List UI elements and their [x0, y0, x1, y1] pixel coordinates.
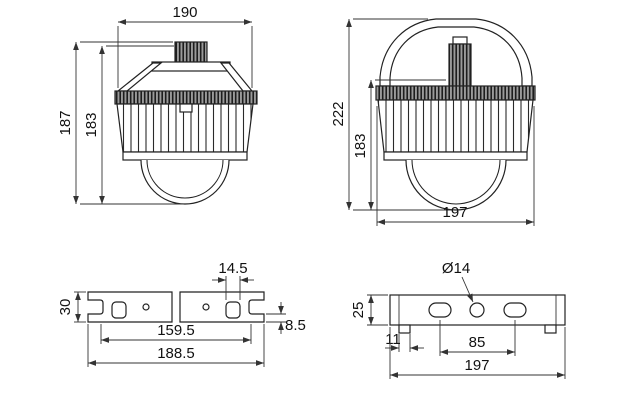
dim-side-height-overall: 222 — [330, 101, 347, 126]
side-dimensions: 222 183 197 — [330, 18, 535, 226]
heatsink-fins — [377, 99, 534, 153]
bar-slot-left — [428, 302, 452, 318]
bar-tab-right — [544, 324, 557, 334]
dim-front-height-body: 183 — [83, 112, 100, 137]
dim-bar-hole-spacing: 85 — [469, 334, 486, 351]
bracket-bar — [151, 61, 231, 72]
bar-center-hole — [469, 302, 485, 318]
glass-dome-inner — [411, 159, 501, 205]
terminal-box — [448, 43, 472, 87]
bar-view: Ø14 25 11 85 197 — [350, 260, 566, 379]
dim-side-width: 197 — [442, 204, 467, 221]
plate-dimensions: 30 14.5 159.5 8.5 188.5 — [57, 260, 306, 367]
plate-left — [87, 291, 173, 323]
plate-parts — [87, 291, 265, 323]
heatsink-cap — [114, 90, 258, 105]
bar-tab-left — [398, 324, 411, 334]
leader-line — [461, 276, 474, 303]
dim-bar-tab: 11 — [385, 331, 401, 348]
dim-side-height-body: 183 — [352, 133, 369, 158]
dim-front-width: 190 — [172, 4, 197, 21]
terminal-cap — [452, 36, 468, 45]
bracket-arm-right — [219, 62, 254, 92]
front-lamp-body — [114, 41, 258, 205]
terminal-box — [174, 41, 208, 63]
bracket-arm-left — [116, 62, 163, 92]
dim-plate-inner-span: 159.5 — [157, 322, 195, 339]
dim-plate-step: 8.5 — [285, 317, 306, 334]
plate-right — [179, 291, 265, 323]
dim-plate-outer-span: 188.5 — [157, 345, 195, 362]
heatsink-cap — [375, 85, 536, 101]
dim-bar-width: 197 — [464, 357, 489, 374]
plate-hole-right — [202, 303, 210, 311]
bar-parts — [389, 294, 566, 334]
glass-dome — [405, 159, 507, 211]
dome-ring — [383, 151, 528, 161]
side-view: 222 183 197 — [330, 18, 536, 226]
bar-slot-right — [503, 302, 527, 318]
dim-plate-slot-width: 14.5 — [218, 260, 247, 277]
plate-view: 30 14.5 159.5 8.5 188.5 — [57, 260, 306, 367]
bar-dimensions: Ø14 25 11 85 197 — [350, 260, 566, 379]
dim-bar-hole-diameter: Ø14 — [442, 260, 470, 277]
dim-bar-height: 25 — [350, 302, 367, 319]
sensor-bump — [179, 103, 193, 113]
plate-slot-left — [111, 301, 127, 319]
front-dimensions: 190 187 183 — [57, 4, 253, 205]
dim-front-height-overall: 187 — [57, 110, 74, 135]
plate-hole-left — [142, 303, 150, 311]
dome-ring — [122, 151, 248, 161]
glass-dome-inner — [146, 159, 224, 199]
glass-dome — [140, 159, 230, 205]
side-lamp-body — [375, 18, 536, 211]
plate-slot-right — [225, 301, 241, 319]
front-view: 190 187 183 — [57, 4, 258, 205]
dim-plate-height: 30 — [57, 299, 74, 316]
